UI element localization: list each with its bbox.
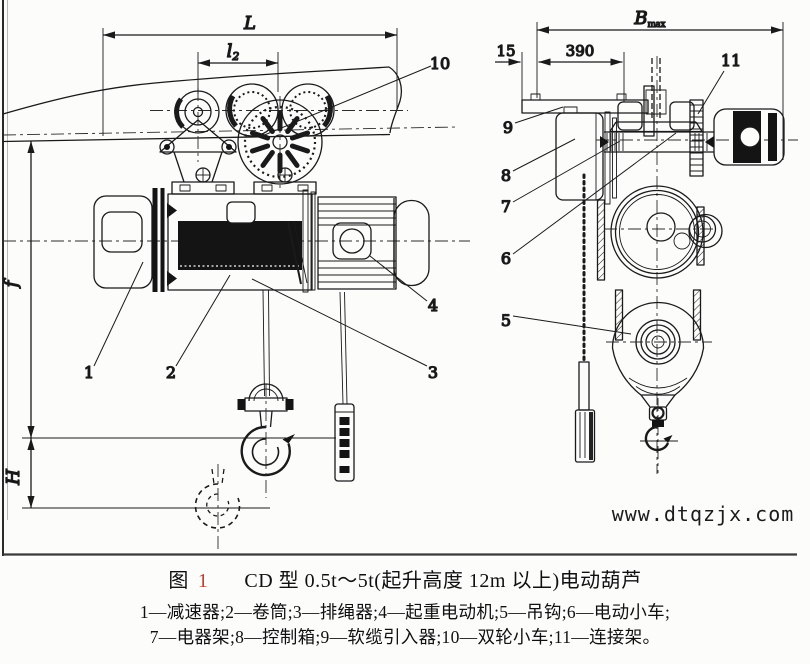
cable-entry-bracket <box>521 85 655 137</box>
trolley-wheels <box>150 83 408 188</box>
trolley-drive-gear <box>237 99 323 185</box>
hook-block <box>606 289 712 473</box>
watermark-text: www.dtqzjx.com <box>612 502 795 526</box>
dimension-390: 390 <box>538 41 625 102</box>
callout-11-connection-frame: 11 <box>721 51 741 70</box>
dim-label-390: 390 <box>566 42 595 60</box>
callout-3-rope-guide: 3 <box>428 363 438 382</box>
dimension-H: H <box>2 438 35 508</box>
dimension-Bmax: Bmax <box>536 7 784 160</box>
dimension-15: 15 <box>495 41 523 100</box>
page-border <box>2 0 797 556</box>
dim-label-L: L <box>243 13 256 34</box>
callout-7-electrical-frame: 7 <box>501 197 511 216</box>
figure-label: 图 <box>168 570 189 592</box>
legend-line-2: 7—电器架;8—控制箱;9—软缆引入器;10—双轮小车;11—连接架。 <box>149 627 661 647</box>
wire-rope-and-hook <box>22 289 336 498</box>
connection-frame <box>689 99 704 177</box>
figure-number: 1 <box>197 570 209 592</box>
callout-8-control-box: 8 <box>501 166 511 185</box>
control-pendant <box>334 291 355 482</box>
electrical-frame <box>604 111 617 205</box>
callout-10-double-wheel-trolley: 10 <box>430 54 450 73</box>
dim-label-15: 15 <box>496 42 515 60</box>
electric-trolley-body <box>596 185 723 281</box>
bottom-hook <box>640 398 678 473</box>
hoist-motor <box>317 196 430 290</box>
callout-4-hoist-motor: 4 <box>428 296 438 315</box>
hook-lowest-position-dashed <box>22 464 270 550</box>
rope-guide <box>287 220 308 285</box>
front-view: L l2 f H 1 2 3 4 10 <box>0 12 470 550</box>
dim-label-H: H <box>3 469 24 486</box>
callout-9-cable-entry: 9 <box>503 118 513 137</box>
side-view: Bmax 15 390 <box>495 7 798 474</box>
callout-5-hook: 5 <box>501 311 511 330</box>
dimension-f: f <box>0 141 35 438</box>
legend-line-1: 1—减速器;2—卷筒;3—排绳器;4—起重电动机;5—吊钩;6—电动小车; <box>139 602 671 622</box>
side-view-callouts: 9 8 7 6 5 11 <box>500 50 742 335</box>
dimension-L: L <box>102 12 398 136</box>
callout-1-reducer: 1 <box>84 363 94 382</box>
dim-label-f: f <box>1 277 22 289</box>
hoist-body <box>3 188 470 293</box>
figure-title: CD 型 0.5t～5t(起升高度 12m 以上)电动葫芦 <box>244 570 642 592</box>
rope-drum <box>167 193 313 291</box>
pendant-cable <box>574 173 596 463</box>
control-box <box>555 106 604 201</box>
gear-reducer <box>93 195 153 289</box>
callout-6-electric-trolley: 6 <box>501 249 511 268</box>
dim-label-Bmax: Bmax <box>633 8 666 30</box>
trolley-drive-motor <box>713 108 785 166</box>
dimension-l2: l2 <box>197 40 279 94</box>
hoist-technical-drawing: L l2 f H 1 2 3 4 10 <box>0 0 798 556</box>
callout-2-drum: 2 <box>166 363 176 382</box>
dim-label-l2: l2 <box>227 41 240 63</box>
front-view-callouts: 1 2 3 4 10 <box>83 53 451 382</box>
monorail-beam <box>2 66 457 143</box>
